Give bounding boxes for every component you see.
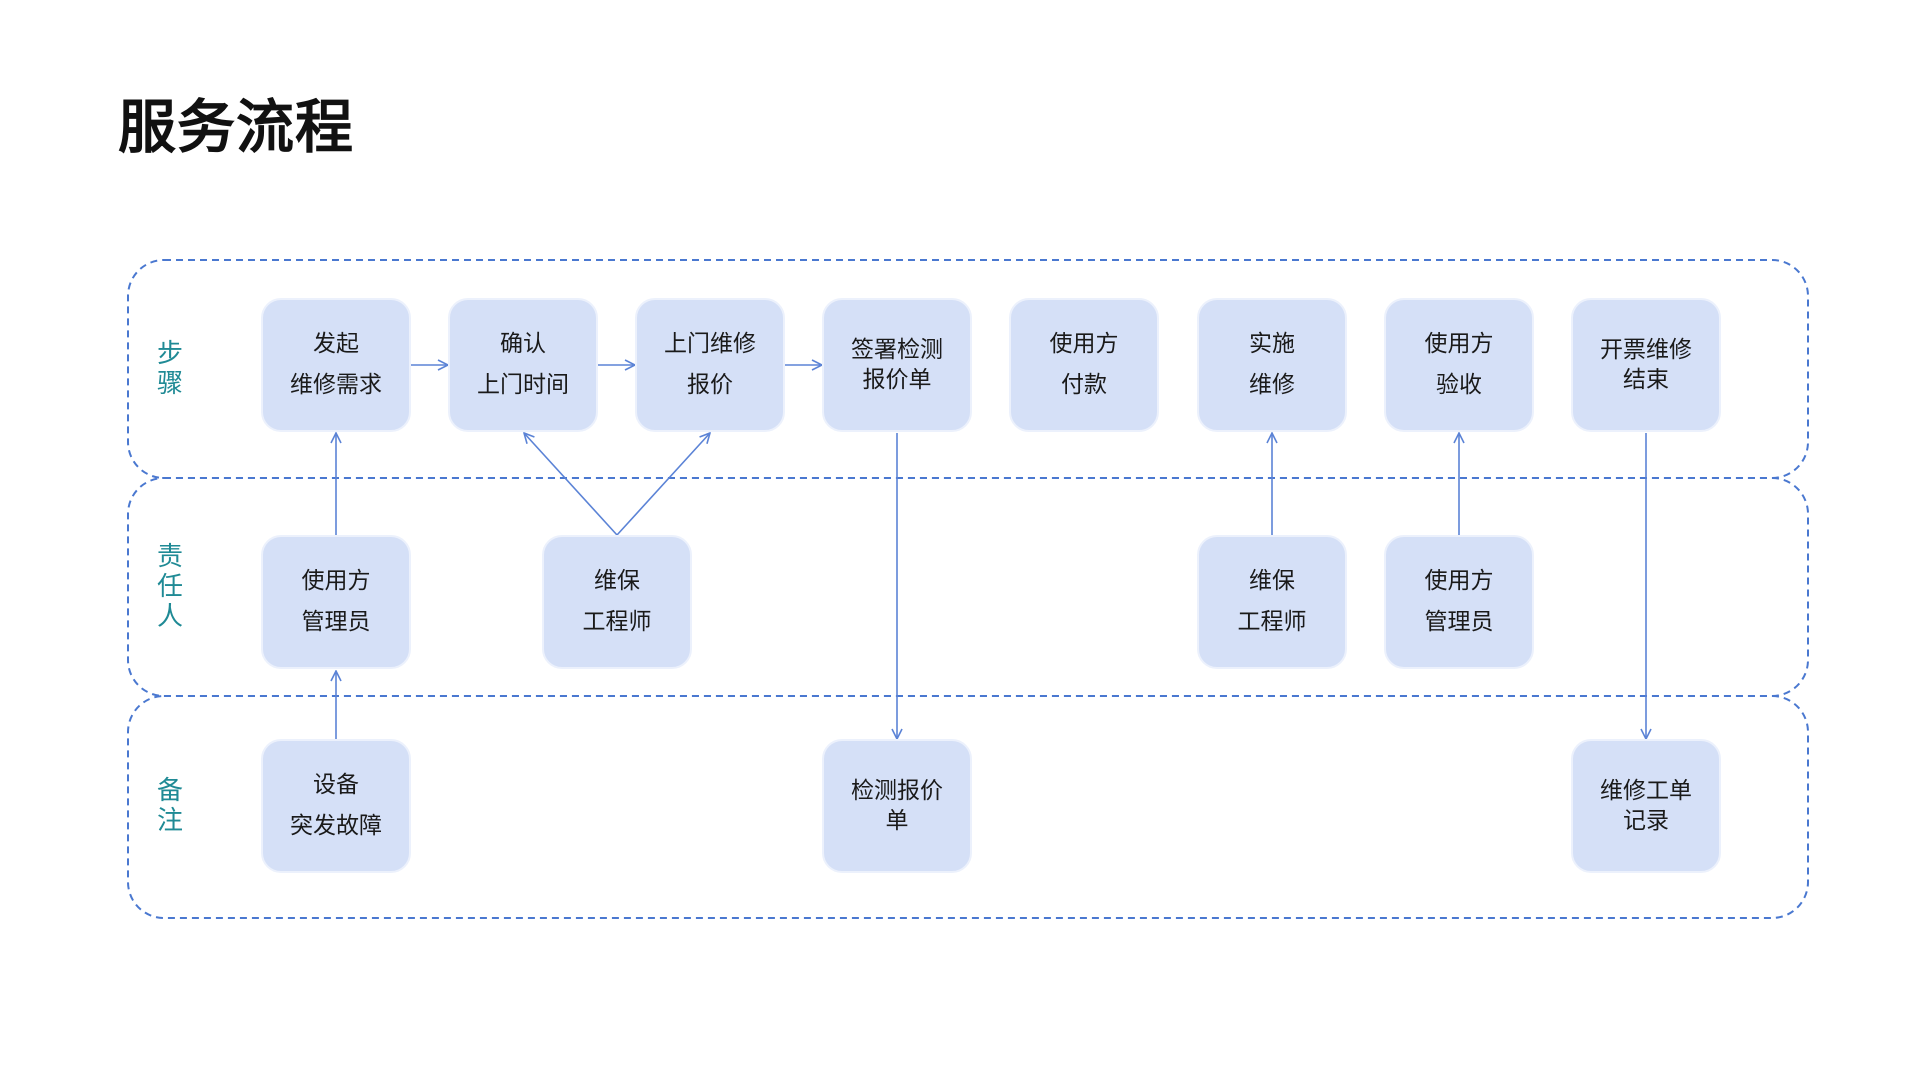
step-box-implement-repair: 实施 维修 — [1197, 298, 1347, 432]
note-box-device-failure: 设备 突发故障 — [261, 739, 411, 873]
owner-box-maintenance-engineer: 维保 工程师 — [1197, 535, 1347, 669]
owner-box-user-admin: 使用方 管理员 — [261, 535, 411, 669]
note-box-quote-sheet: 检测报价 单 — [822, 739, 972, 873]
step-box-initiate-request: 发起 维修需求 — [261, 298, 411, 432]
step-box-acceptance: 使用方 验收 — [1384, 298, 1534, 432]
step-box-payment: 使用方 付款 — [1009, 298, 1159, 432]
page-title: 服务流程 — [118, 93, 355, 161]
step-box-sign-quote: 签署检测 报价单 — [822, 298, 972, 432]
step-box-onsite-quote: 上门维修 报价 — [635, 298, 785, 432]
lane-label-owners: 责 任 人 — [156, 542, 183, 632]
arrow-owner2-step2 — [524, 433, 618, 536]
lane-frame-notes — [127, 695, 1809, 919]
owner-box-user-admin: 使用方 管理员 — [1384, 535, 1534, 669]
lane-label-notes: 备 注 — [156, 776, 183, 836]
step-box-confirm-visit-time: 确认 上门时间 — [448, 298, 598, 432]
note-box-work-order-record: 维修工单 记录 — [1571, 739, 1721, 873]
step-box-invoice-end: 开票维修 结束 — [1571, 298, 1721, 432]
lane-label-steps: 步 骤 — [156, 339, 183, 399]
arrow-owner2-step3 — [616, 433, 710, 536]
owner-box-maintenance-engineer: 维保 工程师 — [542, 535, 692, 669]
